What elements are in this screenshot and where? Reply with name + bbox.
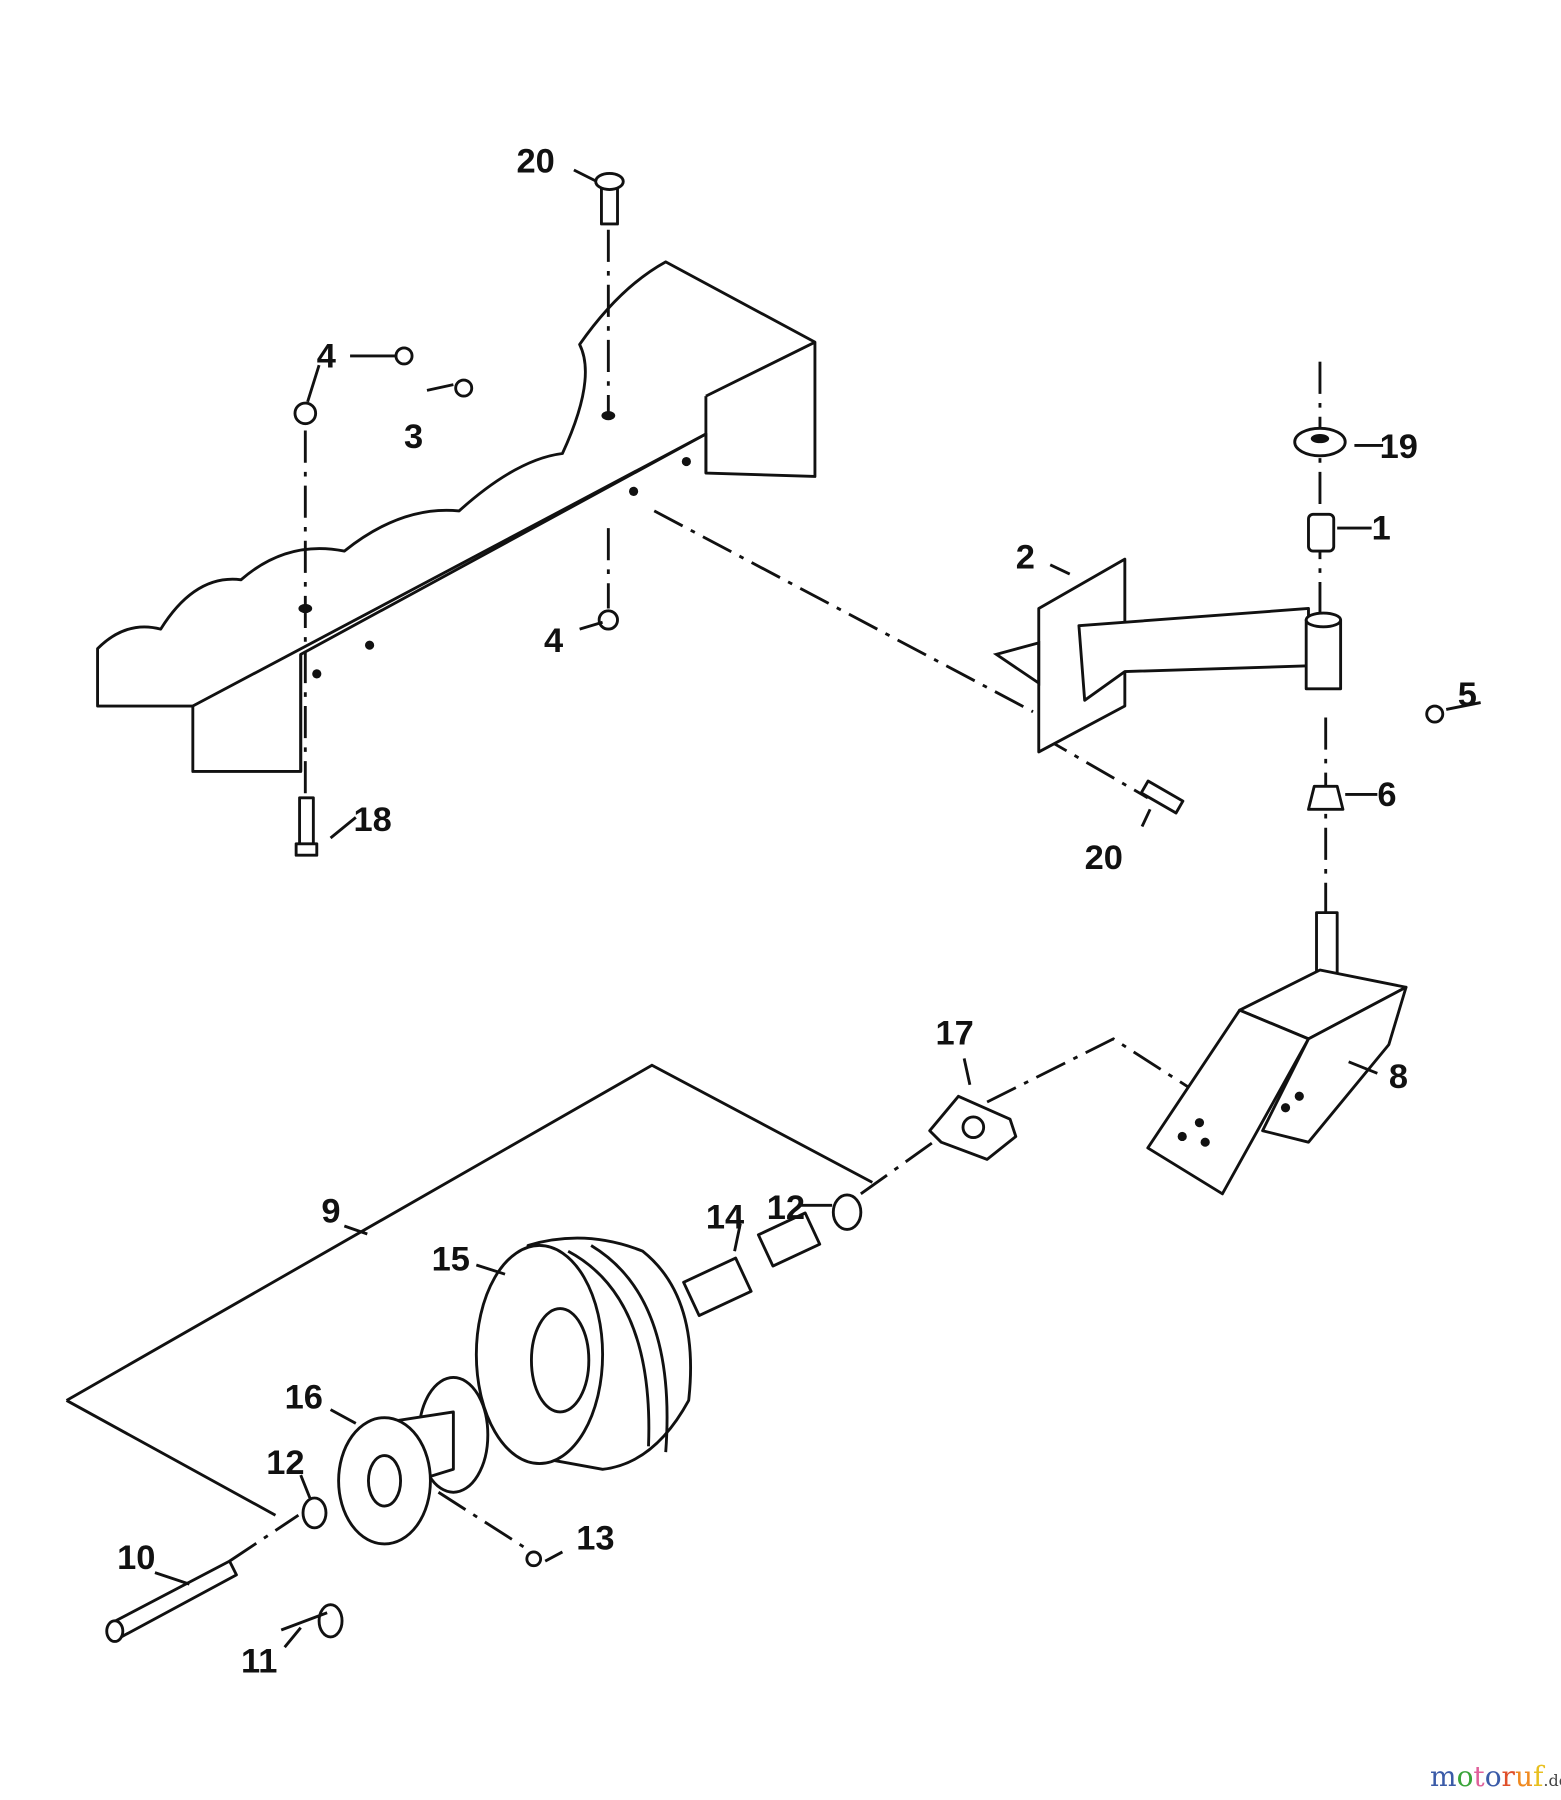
frame-beam (96, 260, 817, 773)
callout-10: 10 (117, 1539, 155, 1577)
bolt-18 (294, 796, 319, 857)
callout-18: 18 (354, 801, 392, 839)
callout-20-top: 20 (517, 142, 555, 180)
bolt-5 (1425, 704, 1445, 724)
callout-2: 2 (1016, 538, 1035, 576)
callout-11: 11 (241, 1642, 277, 1680)
watermark-letter: t (1473, 1760, 1485, 1793)
watermark-tld: .de (1543, 1771, 1561, 1790)
callout-20-right: 20 (1085, 839, 1123, 877)
hub-16 (337, 1376, 490, 1546)
callout-5: 5 (1458, 676, 1477, 714)
axle-10-pin-11 (105, 1559, 344, 1643)
callout-3: 3 (404, 418, 423, 456)
callout-4-top: 4 (317, 337, 336, 375)
bracket-2 (992, 557, 1343, 754)
watermark-letter: o (1484, 1760, 1502, 1793)
callout-19: 19 (1380, 428, 1418, 466)
watermark-letter: r (1501, 1760, 1515, 1793)
callout-labels: 20 4 3 19 1 2 5 4 6 18 20 17 8 12 9 14 1… (117, 142, 1477, 1680)
callout-6: 6 (1377, 776, 1396, 814)
callout-16: 16 (285, 1378, 323, 1416)
callout-8: 8 (1389, 1058, 1408, 1096)
nuts-4-3 (293, 346, 619, 631)
tire-15 (474, 1236, 692, 1471)
bushing-19-1-6 (1293, 426, 1347, 811)
bolt-20-right (1139, 779, 1185, 815)
callout-4-bottom: 4 (544, 622, 563, 660)
watermark-letter: u (1514, 1760, 1533, 1793)
caster-fork-8 (1146, 911, 1408, 1196)
bearings-14-12 (301, 1193, 863, 1568)
callout-9: 9 (321, 1193, 340, 1231)
watermark-letter: f (1532, 1760, 1544, 1793)
callout-12-top: 12 (767, 1189, 805, 1227)
callout-15: 15 (432, 1241, 470, 1279)
callout-12-bottom: 12 (266, 1444, 304, 1482)
plate-17 (928, 1094, 1018, 1161)
motoruf-watermark-logo: motoruf.de (1430, 1760, 1561, 1793)
callout-13: 13 (576, 1520, 614, 1558)
watermark-letter: o (1456, 1760, 1474, 1793)
callout-17: 17 (935, 1015, 973, 1053)
watermark-letter: m (1430, 1760, 1457, 1793)
callout-14: 14 (706, 1198, 744, 1236)
bolt-20-top (594, 172, 625, 226)
callout-1: 1 (1372, 510, 1391, 548)
